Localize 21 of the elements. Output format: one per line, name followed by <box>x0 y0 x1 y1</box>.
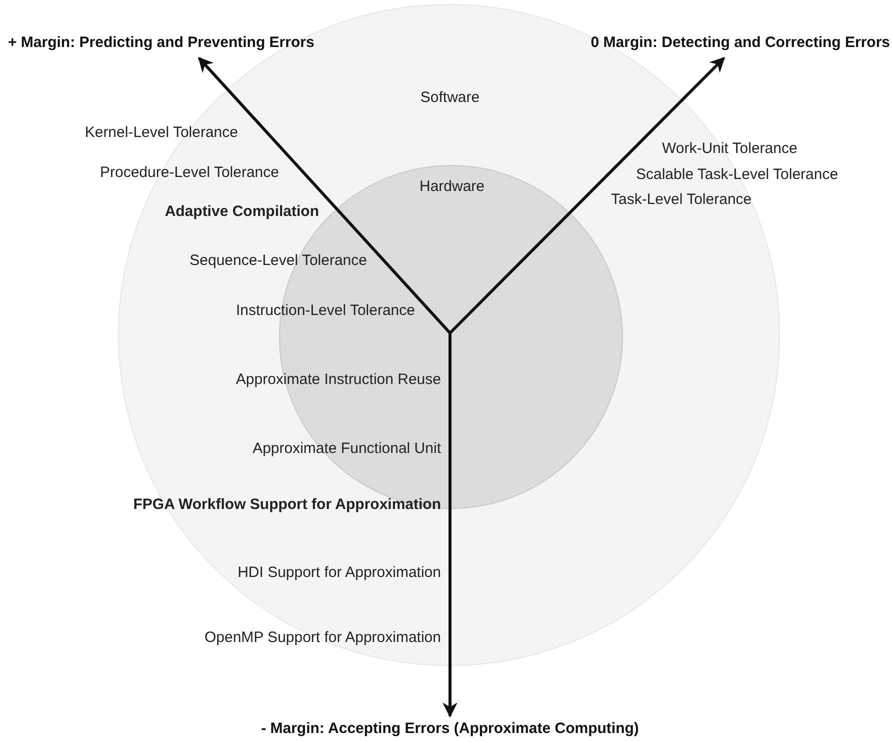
axis-title: - Margin: Accepting Errors (Approximate Computing) <box>200 720 700 737</box>
axis-title: + Margin: Predicting and Preventing Errors <box>8 34 388 51</box>
technique-label: Approximate Functional Unit <box>252 440 441 457</box>
axis-title: 0 Margin: Detecting and Correcting Errors <box>510 34 890 51</box>
arrow <box>448 56 726 334</box>
technique-label: Task-Level Tolerance <box>611 191 752 208</box>
arrow <box>198 56 452 334</box>
technique-heading: Adaptive Compilation <box>164 203 319 220</box>
technique-label: Work-Unit Tolerance <box>662 140 798 157</box>
technique-label: Procedure-Level Tolerance <box>100 164 279 181</box>
circle-label: Hardware <box>419 178 485 195</box>
arrow <box>442 333 458 718</box>
technique-label: Scalable Task-Level Tolerance <box>636 166 838 183</box>
technique-label: Instruction-Level Tolerance <box>236 302 415 319</box>
technique-label: Approximate Instruction Reuse <box>236 371 441 388</box>
circle-label: Software <box>420 89 480 106</box>
technique-heading: FPGA Workflow Support for Approximation <box>133 496 441 513</box>
technique-label: OpenMP Support for Approximation <box>204 629 441 646</box>
technique-label: HDI Support for Approximation <box>238 564 441 581</box>
technique-label: Sequence-Level Tolerance <box>190 252 367 269</box>
technique-label: Kernel-Level Tolerance <box>84 124 238 141</box>
